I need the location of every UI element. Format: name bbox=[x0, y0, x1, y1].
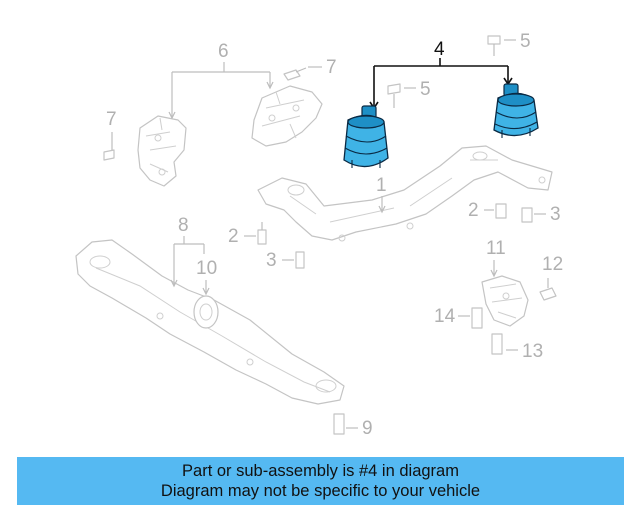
bolt-12[interactable] bbox=[539, 287, 557, 301]
callout-2-right: 2 bbox=[468, 200, 479, 221]
crossmember[interactable] bbox=[257, 145, 553, 242]
bolt-5-upper[interactable] bbox=[487, 35, 501, 56]
callout-12: 12 bbox=[542, 254, 563, 275]
bolt-2-right[interactable] bbox=[495, 203, 507, 219]
engine-mount-right[interactable] bbox=[493, 83, 539, 138]
bolt-2-center[interactable] bbox=[257, 222, 267, 245]
subframe-mount[interactable] bbox=[193, 295, 219, 329]
bolt-3-center[interactable] bbox=[295, 251, 305, 269]
banner-line-1: Part or sub-assembly is #4 in diagram bbox=[182, 462, 459, 480]
info-banner: Part or sub-assembly is #4 in diagram Di… bbox=[17, 457, 624, 505]
callout-11: 11 bbox=[486, 238, 506, 259]
callout-10: 10 bbox=[196, 258, 217, 279]
bolt-7-left[interactable] bbox=[103, 132, 115, 161]
callout-5-lower: 5 bbox=[420, 79, 431, 100]
callout-3-center: 3 bbox=[266, 250, 277, 271]
callout-2-center: 2 bbox=[228, 226, 239, 247]
engine-bracket-right[interactable] bbox=[251, 85, 323, 147]
callout-1: 1 bbox=[376, 175, 387, 196]
transmission-bracket[interactable] bbox=[481, 275, 529, 327]
bolt-14[interactable] bbox=[471, 307, 483, 329]
callout-3-right: 3 bbox=[550, 204, 561, 225]
callout-6: 6 bbox=[218, 41, 229, 62]
callout-7-left: 7 bbox=[106, 109, 117, 130]
bolt-13[interactable] bbox=[491, 333, 503, 355]
banner-line-2: Diagram may not be specific to your vehi… bbox=[160, 482, 481, 500]
bolt-7-upper[interactable] bbox=[283, 67, 307, 81]
callout-5-upper: 5 bbox=[520, 31, 531, 52]
callout-7-upper: 7 bbox=[326, 57, 337, 78]
callout-14: 14 bbox=[434, 306, 456, 327]
bolt-9[interactable] bbox=[333, 413, 345, 435]
bolt-3-right[interactable] bbox=[521, 207, 533, 223]
callout-13: 13 bbox=[522, 341, 543, 362]
engine-mount-left[interactable] bbox=[343, 105, 389, 168]
callout-9: 9 bbox=[362, 418, 373, 439]
engine-bracket-left[interactable] bbox=[137, 115, 187, 187]
callout-4: 4 bbox=[434, 39, 445, 60]
bolt-5-lower[interactable] bbox=[387, 83, 401, 108]
callout-8: 8 bbox=[178, 215, 189, 236]
